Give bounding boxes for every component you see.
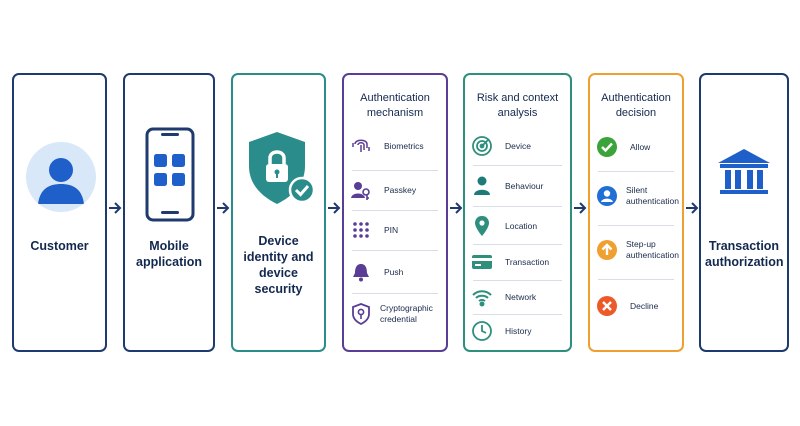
up-arrow-circle-icon — [596, 239, 618, 261]
risk-item-behaviour: Behaviour — [471, 169, 564, 203]
auth-decision-card: Authentication decision Allow Silent aut… — [588, 73, 684, 352]
risk-item-device: Device — [471, 129, 564, 163]
auth-mechanism-title: Authentication mechanism — [360, 92, 430, 119]
customer-card: Customer — [12, 73, 107, 352]
auth-item-biometrics: Biometrics — [350, 129, 440, 163]
risk-item-history: History — [471, 314, 564, 348]
transaction-auth-label: Transaction authorization — [705, 239, 784, 269]
risk-analysis-title: Risk and context analysis — [476, 92, 559, 119]
decision-item-silent: Silent authentication — [596, 179, 679, 213]
risk-item-transaction: Transaction — [471, 245, 564, 279]
user-key-icon — [350, 179, 372, 201]
risk-item-location: Location — [471, 209, 564, 243]
auth-item-passkey: Passkey — [350, 173, 440, 207]
x-circle-icon — [596, 295, 618, 317]
mobile-app-card: Mobile application — [123, 73, 215, 352]
check-circle-icon — [596, 136, 618, 158]
shield-key-icon — [350, 303, 372, 325]
fingerprint-icon — [350, 135, 372, 157]
arrow-right-icon — [574, 202, 587, 214]
device-security-label: Device identity and device security — [243, 234, 314, 296]
arrow-right-icon — [109, 202, 122, 214]
person-icon — [471, 175, 493, 197]
mobile-app-label: Mobile application — [136, 239, 202, 269]
target-icon — [471, 135, 493, 157]
arrow-right-icon — [328, 202, 341, 214]
arrow-right-icon — [217, 202, 230, 214]
transaction-auth-card: Transaction authorization — [699, 73, 789, 352]
auth-decision-title: Authentication decision — [601, 92, 671, 119]
smartphone-icon — [145, 127, 195, 222]
device-security-card: Device identity and device security — [231, 73, 326, 352]
arrow-right-icon — [686, 202, 699, 214]
card-icon — [471, 251, 493, 273]
shield-lock-icon — [245, 130, 317, 210]
decision-item-decline: Decline — [596, 289, 676, 323]
risk-analysis-card: Risk and context analysis Device Behavio… — [463, 73, 572, 352]
keypad-icon — [350, 219, 372, 241]
bank-icon — [716, 147, 772, 199]
location-pin-icon — [471, 215, 493, 237]
bell-icon — [350, 261, 372, 283]
risk-item-network: Network — [471, 280, 564, 314]
decision-item-allow: Allow — [596, 130, 676, 164]
auth-item-pin: PIN — [350, 213, 440, 247]
decision-item-stepup: Step-up authentication — [596, 233, 679, 267]
wifi-icon — [471, 286, 493, 308]
auth-item-push: Push — [350, 255, 440, 289]
auth-item-crypto: Cryptographic credential — [350, 297, 440, 331]
customer-label: Customer — [30, 239, 89, 253]
clock-icon — [471, 320, 493, 342]
customer-avatar-icon — [26, 142, 96, 212]
user-circle-icon — [596, 185, 618, 207]
auth-mechanism-card: Authentication mechanism Biometrics Pass… — [342, 73, 448, 352]
arrow-right-icon — [450, 202, 463, 214]
